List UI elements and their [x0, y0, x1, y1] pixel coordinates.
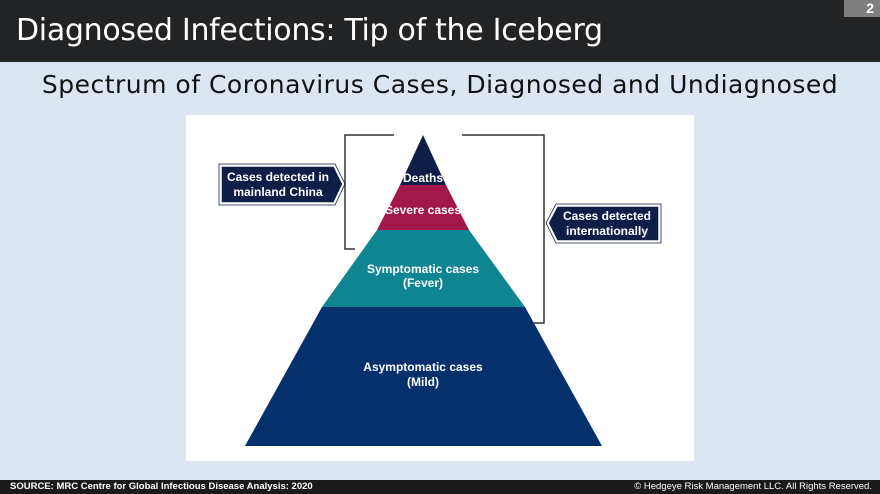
pyramid-panel: Deaths Severe cases Symptomatic cases (F… — [186, 115, 694, 461]
source-note: SOURCE: MRC Centre for Global Infectious… — [10, 481, 313, 492]
bracket-left — [344, 134, 394, 250]
slide-subtitle: Spectrum of Coronavirus Cases, Diagnosed… — [41, 70, 839, 99]
footer-bar: SOURCE: MRC Centre for Global Infectious… — [0, 480, 880, 494]
level-label-asymptomatic-sub: (Mild) — [407, 375, 439, 389]
pyramid-diagram: Deaths Severe cases Symptomatic cases (F… — [218, 134, 662, 446]
title-bar: Diagnosed Infections: Tip of the Iceberg… — [0, 0, 880, 62]
callout-left-box — [220, 165, 344, 204]
level-label-symptomatic-sub: (Fever) — [403, 276, 443, 290]
callout-right-line2: internationally — [566, 224, 648, 238]
callout-right-outline — [545, 203, 662, 244]
level-label-severe: Severe cases — [385, 203, 461, 217]
callout-left-line2: mainland China — [233, 185, 323, 199]
callout-right-box — [547, 205, 660, 242]
copyright-note: © Hedgeye Risk Management LLC. All Right… — [634, 481, 872, 492]
pyramid-level-symptomatic — [322, 230, 525, 307]
callout-left-outline — [218, 163, 346, 206]
callout-right-line1: Cases detected — [563, 209, 651, 223]
slide-title: Diagnosed Infections: Tip of the Iceberg — [16, 13, 603, 48]
pyramid-level-severe — [377, 185, 469, 230]
pyramid-level-asymptomatic — [245, 307, 602, 446]
callout-left-line1: Cases detected in — [227, 170, 329, 184]
bracket-right — [462, 134, 545, 324]
level-label-asymptomatic: Asymptomatic cases — [363, 360, 483, 374]
pyramid-level-deaths — [400, 135, 446, 185]
level-label-symptomatic: Symptomatic cases — [367, 262, 479, 276]
page-number: 2 — [844, 0, 880, 17]
level-label-deaths: Deaths — [403, 171, 443, 185]
